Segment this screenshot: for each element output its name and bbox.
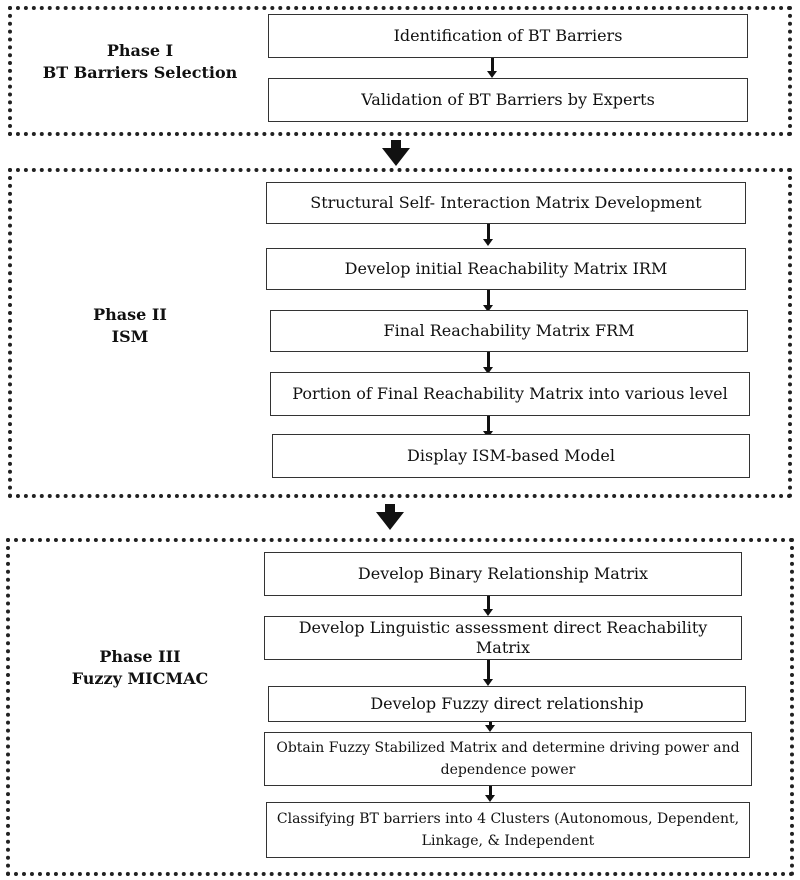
arrow-1-1 xyxy=(487,58,497,78)
step-frm: Final Reachability Matrix FRM xyxy=(270,310,748,352)
step-fuzzy-direct: Develop Fuzzy direct relationship xyxy=(268,686,746,722)
step-ism-model: Display ISM-based Model xyxy=(272,434,750,478)
phase-2-container xyxy=(8,168,792,498)
step-classify-clusters: Classifying BT barriers into 4 Clusters … xyxy=(266,802,750,858)
phase-3-container xyxy=(6,538,794,876)
step-ssim: Structural Self- Interaction Matrix Deve… xyxy=(266,182,746,224)
step-linguistic-matrix: Develop Linguistic assessment direct Rea… xyxy=(264,616,742,660)
arrow-2-1 xyxy=(483,224,493,246)
arrow-2-2 xyxy=(483,290,493,312)
arrow-3-1 xyxy=(483,596,493,616)
arrow-3-3 xyxy=(485,722,495,732)
phase-2-subtitle: ISM xyxy=(111,327,149,346)
phase-2-title: Phase II xyxy=(93,305,167,324)
step-identification: Identification of BT Barriers xyxy=(268,14,748,58)
phase-2-label: Phase II ISM xyxy=(20,304,240,348)
phase-1-container xyxy=(8,6,792,136)
step-irm: Develop initial Reachability Matrix IRM xyxy=(266,248,746,290)
phase-3-subtitle: Fuzzy MICMAC xyxy=(71,669,209,688)
arrow-2-4 xyxy=(483,416,493,438)
step-validation: Validation of BT Barriers by Experts xyxy=(268,78,748,122)
arrow-3-4 xyxy=(485,786,495,802)
phase-3-title: Phase III xyxy=(99,647,181,666)
step-fuzzy-stabilized: Obtain Fuzzy Stabilized Matrix and deter… xyxy=(264,732,752,786)
phase-1-title: Phase I xyxy=(106,41,174,60)
arrow-3-2 xyxy=(483,660,493,686)
phase-1-label: Phase I BT Barriers Selection xyxy=(20,40,260,84)
phase-3-label: Phase III Fuzzy MICMAC xyxy=(20,646,260,690)
phase-1-subtitle: BT Barriers Selection xyxy=(42,63,238,82)
arrow-2-3 xyxy=(483,352,493,374)
step-portion-levels: Portion of Final Reachability Matrix int… xyxy=(270,372,750,416)
step-binary-matrix: Develop Binary Relationship Matrix xyxy=(264,552,742,596)
